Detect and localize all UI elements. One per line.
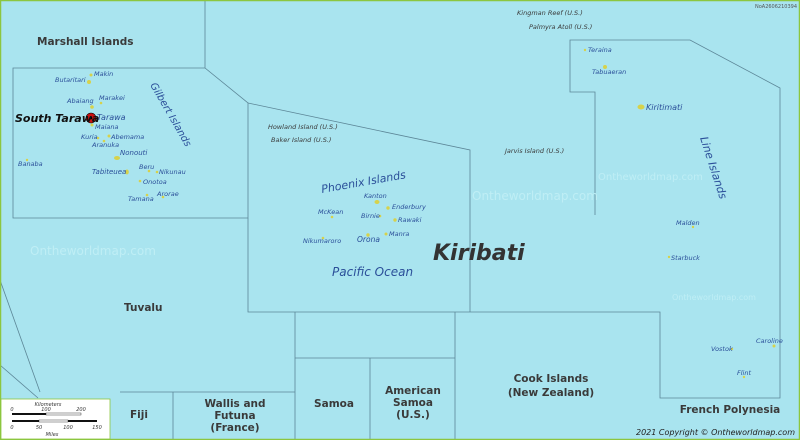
am-samoa-2-label: Samoa [393,397,433,409]
wallis-3-label: (France) [210,422,259,434]
watermark: Ontheworldmap.com [598,172,703,183]
watermark: Ontheworldmap.com [472,189,598,203]
2-label: 200 [76,407,86,413]
onotoa-label: Onotoa [143,178,167,186]
am-samoa-1-label: American [385,385,441,397]
gilbert-island-labels: Makin Butaritari Abaiang Marakei Tarawa … [18,70,193,203]
wallis-2-label: Futuna [214,410,255,422]
2-label: 100 [63,425,73,431]
capital-label: South Tarawa [15,112,99,125]
baker-label: Baker Island (U.S.) [271,136,331,144]
kuria-label: Kuria [81,133,98,141]
scale-bar: Kilometers 0 100 200 0 50 100 150 Miles [0,398,111,440]
mi-label-label: Miles [46,432,59,438]
3-label: 150 [92,425,102,431]
tabiteuea-label: Tabiteuea [92,168,126,176]
tarawa-label: Tarawa [97,113,126,122]
map-title: Kiribati [433,241,525,266]
watermark: Ontheworldmap.com [672,293,756,302]
caroline-label: Caroline [756,337,783,345]
tabuaeran-label: Tabuaeran [592,68,626,76]
us-territory-labels: Kingman Reef (U.S.) Palmyra Atoll (U.S.)… [268,9,592,155]
abemama-label: Abemama [110,133,144,141]
1-label: 50 [36,425,42,431]
country-labels: Marshall Islands Tuvalu Fiji Wallis and … [37,36,780,434]
am-samoa-3-label: (U.S.) [396,409,430,421]
0-label: 0 [10,425,13,431]
beru-label: Beru [139,163,154,171]
1-label: 100 [41,407,51,413]
makin-label: Makin [94,70,113,78]
maiana-label: Maiana [95,123,119,131]
maritime-boundaries [0,0,781,440]
jarvis-label: Jarvis Island (U.S.) [503,147,564,155]
aranuka-label: Aranuka [91,141,119,149]
abaiang-label: Abaiang [66,97,94,105]
rawaki-label: Rawaki [398,216,422,224]
line-island-labels: Teraina Tabuaeran Kiritimati Line Island… [588,46,783,377]
phoenix-island-labels: Phoenix Islands Kanton Enderbury McKean … [303,168,426,245]
km-label-label: Kilometers [35,402,62,408]
kingman-label: Kingman Reef (U.S.) [517,9,583,17]
marakei-label: Marakei [99,94,125,102]
french-polynesia-label: French Polynesia [680,404,781,416]
map-id: NoA2606210394 [755,4,797,10]
tamana-label: Tamana [128,195,154,203]
teraina-label: Teraina [588,46,612,54]
capital-marker-center [89,116,93,120]
line-islands-label: Line Islands [697,135,729,201]
orona-label: Orona [357,235,380,244]
gilbert-islands-label: Gilbert Islands [147,81,193,149]
banaba-label: Banaba [18,160,43,168]
mckean-label: McKean [318,208,343,216]
tuvalu-label: Tuvalu [124,302,163,314]
cook-2-label: (New Zealand) [508,387,594,399]
nikumaroro-label: Nikumaroro [303,237,341,245]
fiji-label: Fiji [130,409,148,421]
vostok-label: Vostok [711,345,733,353]
marshall-label: Marshall Islands [37,36,133,48]
kanton-label: Kanton [364,192,387,200]
copyright: 2021 Copyright © Ontheworldmap.com [636,428,795,437]
watermark: Ontheworldmap.com [30,244,156,258]
0-label: 0 [10,407,13,413]
cook-1-label: Cook Islands [514,373,589,385]
nikunau-label: Nikunau [159,168,186,176]
starbuck-label: Starbuck [671,254,700,262]
arorae-label: Arorae [156,190,179,198]
kiritimati-label: Kiritimati [646,103,683,112]
flint-label: Flint [737,369,751,377]
nonouti-label: Nonouti [120,149,147,157]
birnie-label: Birnie [361,212,380,220]
manra-label: Manra [389,230,409,238]
malden-label: Malden [676,219,700,227]
howland-label: Howland Island (U.S.) [268,123,338,131]
wallis-1-label: Wallis and [204,398,265,410]
butaritari-label: Butaritari [55,76,86,84]
island-markers [25,48,776,379]
ocean-label: Pacific Ocean [332,265,413,279]
samoa-label: Samoa [314,398,354,410]
enderbury-label: Enderbury [392,203,426,211]
palmyra-label: Palmyra Atoll (U.S.) [529,23,592,31]
